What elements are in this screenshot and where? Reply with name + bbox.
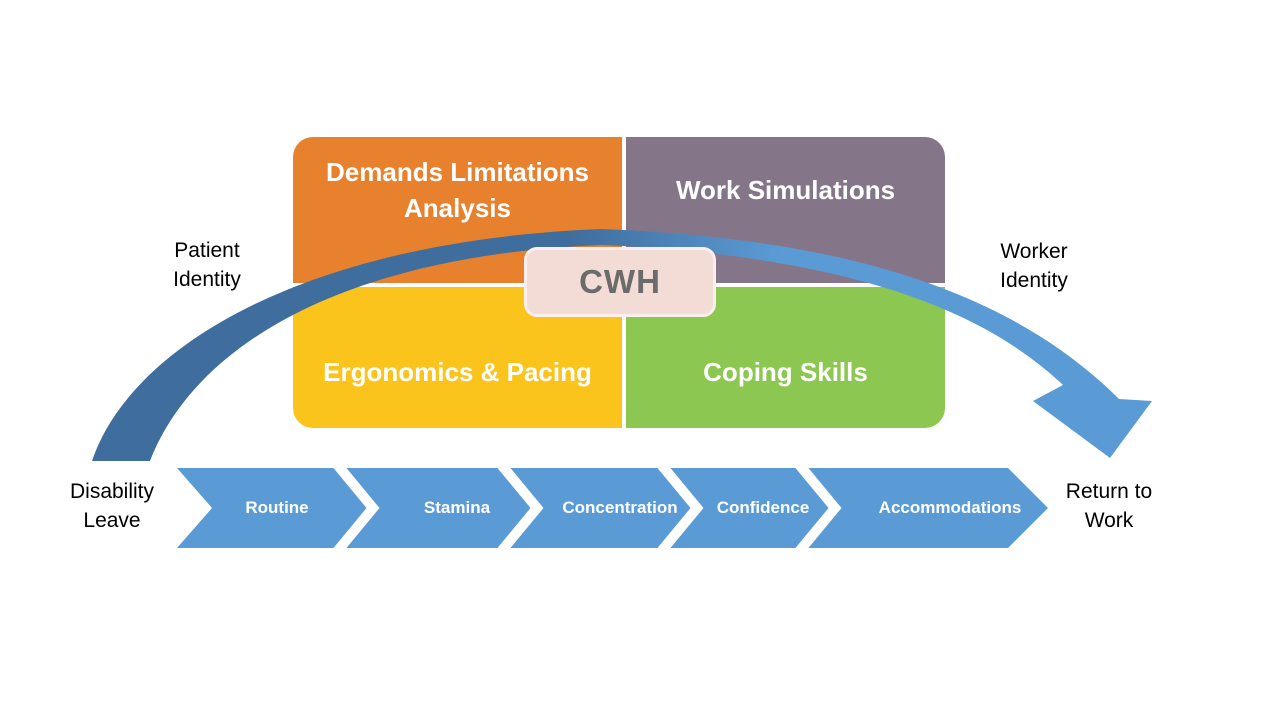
timeline-step-confidence: Confidence	[716, 498, 810, 517]
label-line: Disability	[69, 480, 155, 503]
label-line: Worker	[1000, 240, 1068, 263]
quadrant-label: Demands Limitations Analysis	[326, 157, 589, 223]
timeline-step-accommodations: Accommodations	[878, 498, 1022, 517]
quadrant-label: Coping Skills	[703, 356, 868, 387]
quadrant-label: Ergonomics & Pacing	[323, 356, 592, 387]
cwh-badge: CWH	[524, 247, 716, 317]
timeline-step-routine: Routine	[245, 498, 309, 517]
worker-identity-label: Worker Identity	[949, 237, 1119, 295]
label-line: Patient	[174, 239, 240, 262]
quadrant-label: Work Simulations	[675, 175, 896, 205]
return-to-work-label: Return to Work	[1024, 477, 1194, 535]
label-line: Leave	[83, 509, 141, 532]
patient-identity-label: Patient Identity	[122, 236, 292, 294]
disability-leave-label: Disability Leave	[27, 477, 197, 535]
label-line: Return to	[1065, 480, 1153, 503]
label-line: Identity	[1000, 269, 1068, 292]
label-line: Identity	[173, 268, 241, 291]
timeline-step-stamina: Stamina	[423, 498, 491, 517]
cwh-badge-label: CWH	[579, 263, 661, 300]
label-line: Work	[1084, 509, 1134, 532]
